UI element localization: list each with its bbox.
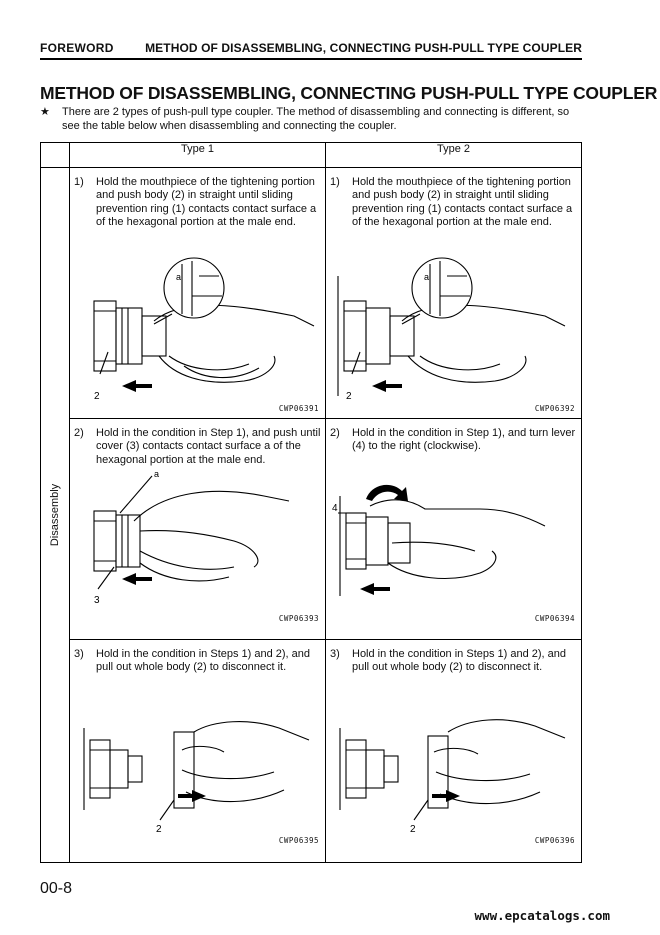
callout-3: 3 [94,595,100,606]
note: ★ There are 2 types of push-pull type co… [40,105,585,133]
step-number: 1) [74,176,84,188]
col-header-type2: Type 2 [325,142,582,168]
cell-type1-step2: 2) Hold in the condition in Step 1), and… [69,418,326,640]
cell-type2-step2: 2) Hold in the condition in Step 1), and… [325,418,582,640]
figure-code: CWP06394 [534,614,575,623]
cell-type2-step3: 3) Hold in the condition in Steps 1) and… [325,639,582,863]
step-text: 3) Hold in the condition in Steps 1) and… [74,648,321,675]
step-body: Hold in the condition in Step 1), and tu… [352,427,576,453]
figure-code: CWP06393 [278,614,319,623]
callout-2: 2 [156,824,162,835]
step-body: Hold in the condition in Steps 1) and 2)… [96,648,311,674]
table-header-row: Type 1 Type 2 [40,142,582,168]
step-text: 2) Hold in the condition in Step 1), and… [74,427,321,467]
footer-watermark: www.epcatalogs.com [474,908,610,923]
row-label-disassembly: Disassembly [49,483,61,547]
step-body: Hold the mouthpiece of the tightening po… [352,176,573,229]
star-icon: ★ [40,106,50,118]
header-title: METHOD OF DISASSEMBLING, CONNECTING PUSH… [145,41,582,55]
step-number: 2) [74,427,84,439]
step-body: Hold in the condition in Steps 1) and 2)… [352,648,567,674]
figure-code: CWP06392 [534,404,575,413]
callout-a: a [176,272,181,282]
page-number: 00-8 [40,880,73,897]
note-text: There are 2 types of push-pull type coup… [62,106,570,132]
header-rule [40,58,582,60]
figure-code: CWP06396 [534,836,575,845]
cell-type1-step1: 1) Hold the mouthpiece of the tightening… [69,167,326,419]
callout-4: 4 [332,503,338,514]
table-row: Disassembly 1) Hold the mouthpiece of th… [40,167,582,863]
step-number: 3) [330,648,340,660]
step-text: 2) Hold in the condition in Step 1), and… [330,427,577,454]
page-title: METHOD OF DISASSEMBLING, CONNECTING PUSH… [40,83,658,103]
header-section: FOREWORD [40,41,114,55]
cell-type2-step1: 1) Hold the mouthpiece of the tightening… [325,167,582,419]
step-text: 1) Hold the mouthpiece of the tightening… [74,176,321,230]
figure-push-cover-type1: 3 a [93,471,290,606]
callout-2: 2 [346,391,352,402]
figure-code: CWP06395 [278,836,319,845]
table-corner [40,142,70,168]
step-body: Hold the mouthpiece of the tightening po… [96,176,317,229]
figure-turn-lever-type2: 4 [332,484,546,596]
step-body: Hold in the condition in Step 1), and pu… [96,427,321,466]
step-number: 2) [330,427,340,439]
callout-a: a [424,272,429,282]
table-row: 2) Hold in the condition in Step 1), and… [41,418,582,640]
figure-push-body-type1: 2 a [93,257,315,402]
step-text: 3) Hold in the condition in Steps 1) and… [330,648,577,675]
figure-pull-out-type1: 2 [83,721,310,835]
step-number: 1) [330,176,340,188]
table-row: 3) Hold in the condition in Steps 1) and… [41,639,582,863]
figure-code: CWP06391 [278,404,319,413]
figure-push-body-type2: 2 a [337,257,566,402]
figure-pull-out-type2: 2 [339,719,566,835]
step-number: 3) [74,648,84,660]
callout-a: a [154,471,159,479]
row-label-cell: Disassembly [40,167,70,863]
coupler-table: Type 1 Type 2 Disassembly 1) Hold the mo… [40,142,582,863]
callout-2: 2 [410,824,416,835]
callout-2: 2 [94,391,100,402]
cell-type1-step3: 3) Hold in the condition in Steps 1) and… [69,639,326,863]
step-text: 1) Hold the mouthpiece of the tightening… [330,176,577,230]
col-header-type1: Type 1 [69,142,326,168]
